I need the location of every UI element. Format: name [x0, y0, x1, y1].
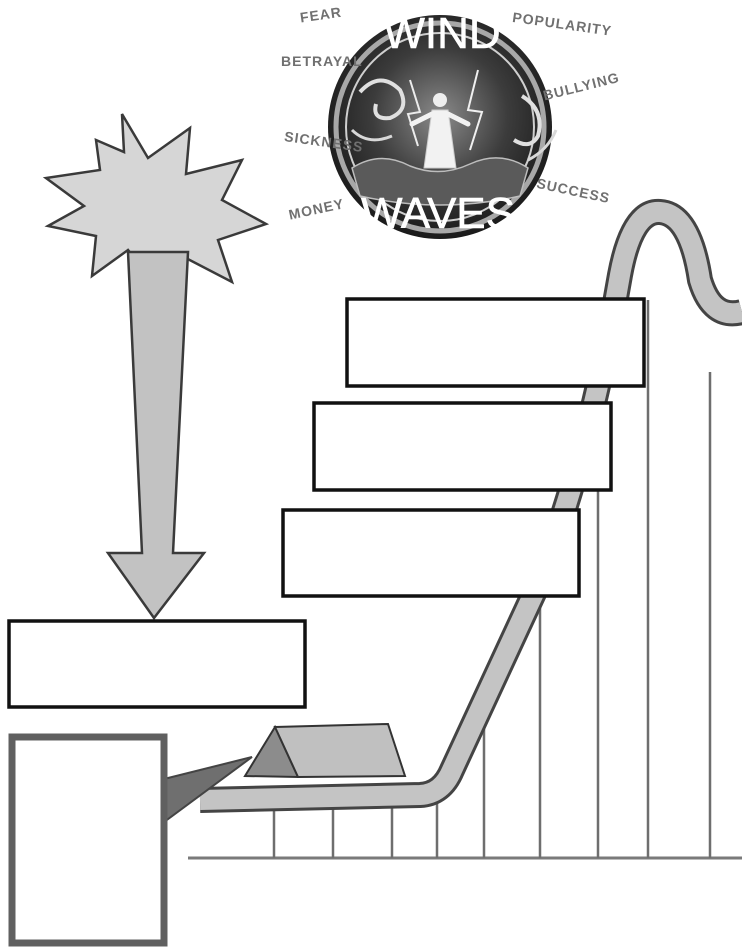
text-box-2	[281, 508, 581, 598]
callout-box	[8, 733, 168, 947]
word-fear: FEAR	[299, 4, 343, 26]
lightning-bolt	[466, 69, 484, 151]
word-success: SUCCESS	[535, 175, 611, 206]
text-box-3	[312, 401, 613, 492]
word-money: MONEY	[287, 195, 345, 222]
logo-title-waves: WAVES	[361, 189, 515, 238]
left-swirl	[358, 78, 406, 121]
word-popularity: POPULARITY	[511, 9, 612, 39]
logo-sea	[351, 157, 529, 206]
robed-figure	[409, 93, 471, 169]
wind-waves-logo: WIND WAVES FEAR BETRAYAL SICKNESS MONEY …	[281, 4, 621, 239]
logo-title-wind: WIND	[383, 9, 500, 58]
boat-shape	[243, 722, 407, 779]
down-arrow	[105, 250, 207, 621]
word-betrayal: BETRAYAL	[281, 53, 363, 69]
text-box-4	[345, 297, 646, 388]
word-bullying: BULLYING	[541, 69, 621, 103]
text-box-1	[7, 619, 307, 709]
right-swirl	[512, 94, 542, 147]
wave-band-fill	[199, 202, 742, 810]
